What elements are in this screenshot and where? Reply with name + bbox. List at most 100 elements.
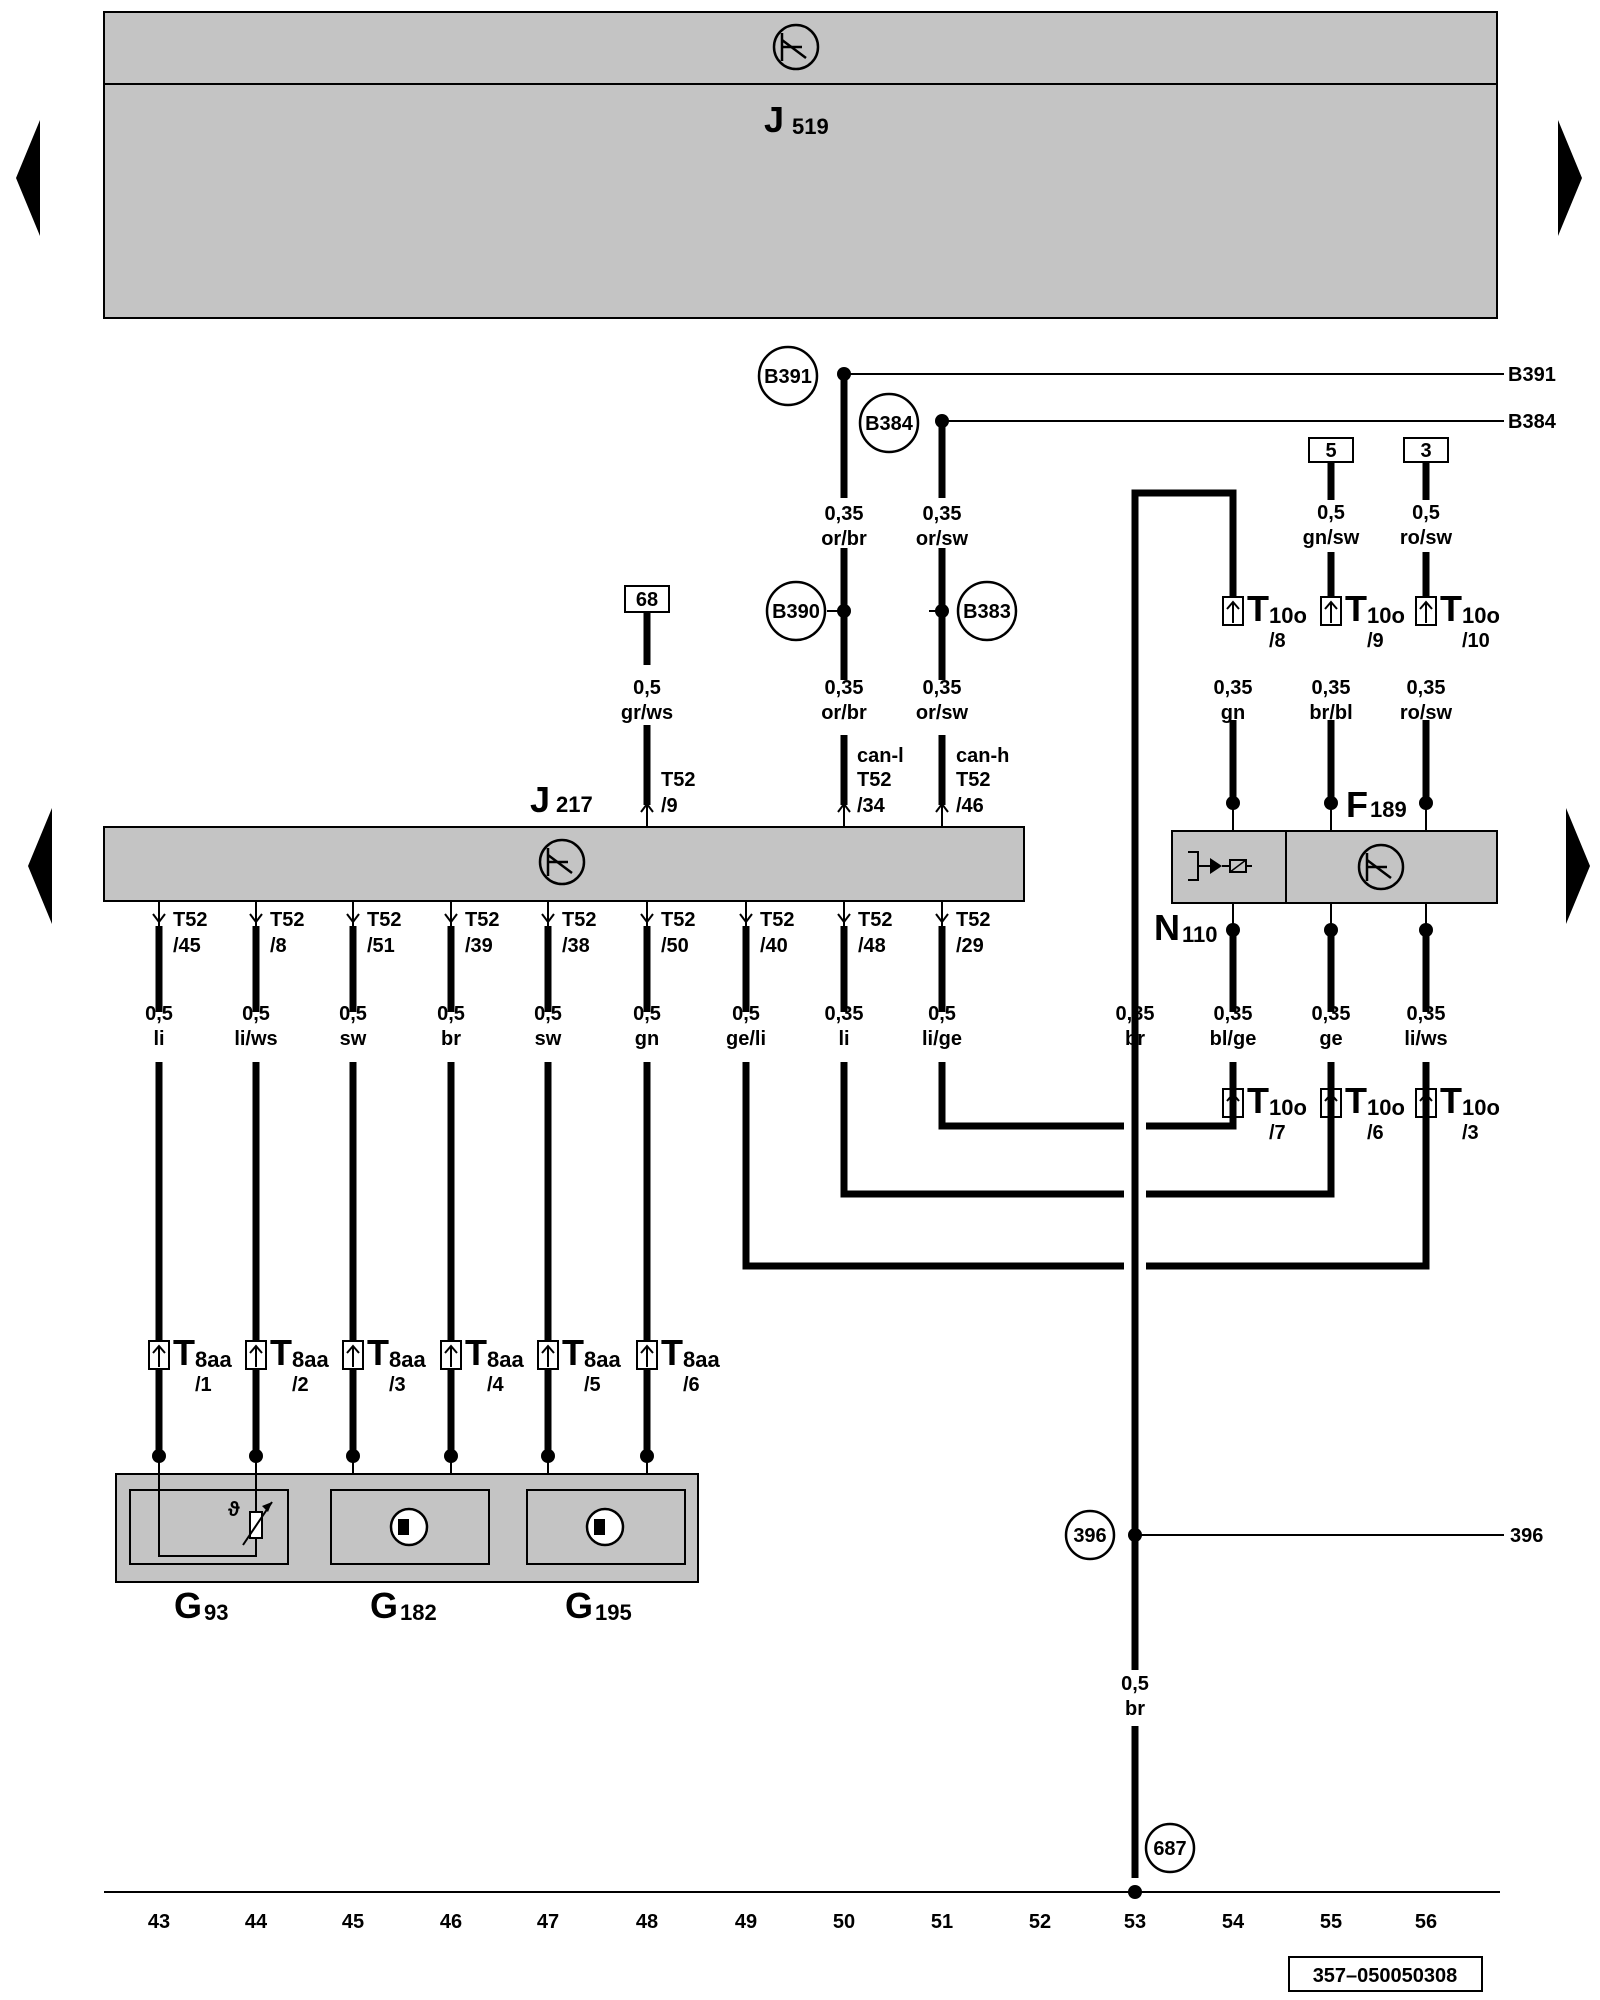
g182-label-number: 182: [400, 1600, 437, 1625]
g195-label-letter: G: [565, 1585, 593, 1626]
wire-color: li/ws: [234, 1028, 277, 1050]
svg-text:T52: T52: [661, 769, 695, 791]
wire-size: 0,5: [1121, 1673, 1149, 1695]
svg-text:687: 687: [1153, 1838, 1186, 1860]
splice-b391: B391: [757, 345, 819, 407]
svg-text:can-h: can-h: [956, 745, 1009, 767]
splice-687: 687: [1144, 1822, 1196, 1874]
wire-size: 0,5: [437, 1003, 465, 1025]
connector-pin: /9: [1367, 630, 1384, 652]
control-unit-icon: [772, 23, 820, 71]
pin-t52-34: can-l T52 /34: [837, 745, 904, 827]
splice-dot: [837, 604, 851, 618]
connector-letter: T: [661, 1332, 683, 1373]
wire-color: li/ws: [1404, 1028, 1447, 1050]
pin-connector-name: T52: [465, 909, 499, 931]
n110-label-number: 110: [1182, 922, 1218, 947]
connector-pin: /2: [292, 1374, 309, 1396]
svg-text:357–050050308: 357–050050308: [1313, 1965, 1458, 1987]
wire-size: 0,5: [339, 1003, 367, 1025]
splice-dot: [935, 414, 949, 428]
pin-t52-8: T52/80,5li/ws: [234, 901, 304, 1356]
wire-size: 0,5: [732, 1003, 760, 1025]
column-number: 46: [440, 1911, 462, 1933]
temperature-sender-icon: ϑ: [158, 1454, 273, 1557]
nav-next-arrow-icon-2[interactable]: [1566, 808, 1590, 924]
pin-connector-name: T52: [367, 909, 401, 931]
nav-prev-arrow-icon-2[interactable]: [28, 808, 52, 924]
pin-connector-name: T52: [956, 909, 990, 931]
connector-pin: /8: [1269, 630, 1286, 652]
wire-size: 0,5: [633, 677, 661, 699]
connector-name: 8aa: [584, 1347, 621, 1372]
wire-color: or/sw: [916, 528, 969, 550]
wire-color: sw: [535, 1028, 562, 1050]
pin-t52-29: T52/290,5li/ge: [922, 901, 990, 1090]
svg-text:can-l: can-l: [857, 745, 904, 767]
pin-t52-45: T52/450,5li: [145, 901, 207, 1356]
connector-pin: /4: [487, 1374, 505, 1396]
connector-letter: T: [562, 1332, 584, 1373]
wire-color: li/ge: [922, 1028, 962, 1050]
svg-text:B391: B391: [764, 366, 812, 388]
connector-letter: T: [465, 1332, 487, 1373]
f189-label-number: 189: [1370, 797, 1407, 822]
wire-color: br/bl: [1309, 702, 1352, 724]
connector-pin: /3: [1462, 1122, 1479, 1144]
pin-t52-39: T52/390,5br: [437, 901, 499, 1356]
column-number: 52: [1029, 1911, 1051, 1933]
pin-connector-name: T52: [173, 909, 207, 931]
wire-size: 0,35: [1312, 677, 1351, 699]
connector-name: 8aa: [487, 1347, 524, 1372]
wire-size: 0,5: [1317, 502, 1345, 524]
wire-size: 0,5: [633, 1003, 661, 1025]
connector-pin: /6: [1367, 1122, 1384, 1144]
svg-text:B390: B390: [772, 601, 820, 623]
wire-size: 0,5: [1412, 502, 1440, 524]
j519-label-letter: J: [764, 99, 784, 140]
wire-color: sw: [340, 1028, 367, 1050]
wire-size: 0,35: [825, 677, 864, 699]
reference-3: 3: [1403, 437, 1449, 463]
svg-text:B383: B383: [963, 601, 1011, 623]
module-j217: J 217: [103, 779, 1025, 902]
pin-number: /45: [173, 935, 201, 957]
wire-size: 0,5: [242, 1003, 270, 1025]
svg-text:3: 3: [1420, 440, 1431, 462]
can-bus-wires: [827, 373, 1504, 805]
nav-prev-arrow-icon[interactable]: [16, 120, 40, 236]
ground-dot: [1128, 1885, 1142, 1899]
column-number: 51: [931, 1911, 953, 1933]
pin-connector-name: T52: [661, 909, 695, 931]
wire-size: 0,35: [825, 503, 864, 525]
connector-pin: /5: [584, 1374, 601, 1396]
pin-number: /50: [661, 935, 689, 957]
svg-text:68: 68: [636, 589, 658, 611]
wire-color: gn/sw: [1303, 527, 1360, 549]
wire-size: 0,5: [928, 1003, 956, 1025]
column-number: 55: [1320, 1911, 1342, 1933]
pin-t52-46: can-h T52 /46: [935, 745, 1009, 827]
reference-68: 68: [624, 585, 670, 613]
connector-pin: /7: [1269, 1122, 1286, 1144]
nav-next-arrow-icon[interactable]: [1558, 120, 1582, 236]
g93-label-letter: G: [174, 1585, 202, 1626]
wire-color: li: [838, 1028, 849, 1050]
j217-label-number: 217: [556, 792, 593, 817]
pin-t52-40: T52/400,5ge/li: [726, 901, 794, 1090]
svg-text:T52: T52: [857, 769, 891, 791]
solenoid-valve-icon: [1188, 851, 1252, 881]
wire-size: 0,35: [1116, 1003, 1155, 1025]
connector-name: 10o: [1367, 603, 1405, 628]
pin-t52-9: T52 /9: [640, 769, 695, 827]
connector-name: 10o: [1367, 1095, 1405, 1120]
splice-dot: [837, 367, 851, 381]
